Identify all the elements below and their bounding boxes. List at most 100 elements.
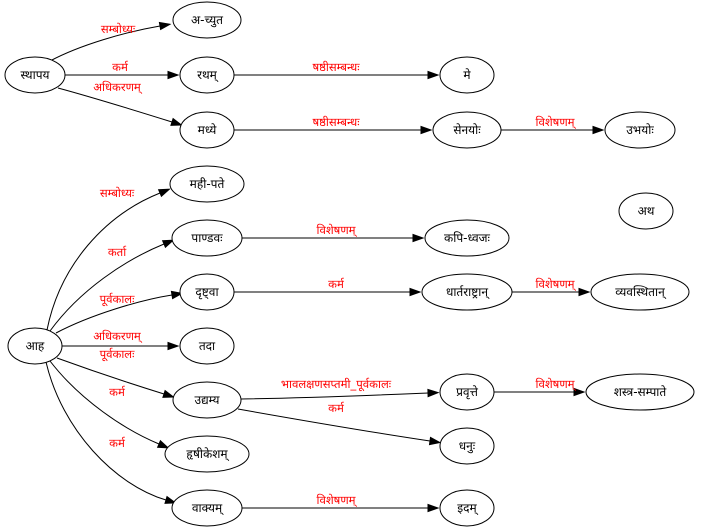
edge-label: विशेषणम् [535, 277, 576, 291]
edge-line [46, 192, 161, 331]
node-label: व्यवस्थितान् [615, 285, 667, 300]
node-shape [439, 489, 495, 527]
node-shape [171, 489, 243, 527]
node-mahipate: मही-पते [169, 165, 245, 203]
edge-aha-to-hrishikesham: कर्म [49, 360, 170, 449]
node-ratham: रथम् [179, 56, 235, 94]
arrowhead-icon [592, 125, 605, 135]
edge-label: भावलक्षणसप्तमी_पूर्वकालः [281, 377, 392, 392]
edge-label: कर्म [109, 436, 126, 450]
edge-aha-to-tada: अधिकरणम् [62, 329, 180, 351]
node-label: धार्तराष्ट्रान् [446, 285, 490, 300]
node-hrishikesham: हृषीकेशम् [164, 435, 250, 473]
node-shape [421, 273, 513, 311]
node-shape [179, 327, 235, 365]
node-senayoh: सेनयोः [432, 111, 502, 149]
edge-line [240, 392, 429, 400]
node-label: वाक्यम् [192, 501, 224, 516]
node-aha: आह [7, 327, 63, 365]
edge-line [57, 87, 173, 123]
arrowhead-icon [157, 188, 171, 198]
edge-drishtva-to-dhartarashtran: कर्म [234, 277, 422, 297]
node-label: आह [26, 339, 45, 353]
node-shape [439, 373, 495, 411]
node-shape [439, 56, 495, 94]
node-sthapaya: स्थापय [4, 56, 66, 94]
edge-udyamya-to-dhanuh: कर्म [237, 401, 442, 446]
edge-ratham-to-me: षष्ठीसम्बन्धः [234, 60, 440, 80]
node-label: अ-च्युत [191, 13, 224, 28]
edge-line [49, 243, 165, 332]
arrowhead-icon [162, 389, 175, 398]
node-atha: अथ [618, 192, 674, 230]
arrowhead-icon [170, 117, 183, 126]
node-shape [4, 56, 66, 94]
edge-label: कर्ता [108, 245, 127, 259]
edge-madhye-to-senayoh: षष्ठीसम्बन्धः [234, 115, 433, 135]
edge-line [49, 360, 160, 445]
edge-label: पूर्वकालः [100, 347, 136, 362]
edge-label: विशेषणम् [535, 115, 576, 129]
node-kapidhvajah: कपि-ध्वजः [424, 219, 510, 257]
edge-label: षष्ठीसम्बन्धः [312, 60, 360, 74]
node-shape [164, 435, 250, 473]
arrowhead-icon [573, 387, 586, 397]
node-vakyam: वाक्यम् [171, 489, 243, 527]
node-label: रथम् [197, 68, 219, 83]
node-acyuta: अ-च्युत [172, 1, 242, 39]
node-label: मे [463, 68, 471, 82]
arrowhead-icon [578, 287, 591, 297]
node-label: कपि-ध्वजः [444, 231, 491, 245]
arrowhead-icon [409, 287, 422, 297]
node-shape [172, 1, 242, 39]
edge-udyamya-to-pravritte: भावलक्षणसप्तमी_पूर्वकालः [240, 377, 440, 400]
node-shape [179, 111, 235, 149]
edge-label: विशेषणम् [316, 223, 357, 237]
node-ubhayoh: उभयोः [604, 111, 676, 149]
nodes-layer: स्थापय अ-च्युत रथम् मे मध्ये सेनयोः उभयोः मही-प… [4, 1, 695, 527]
node-shape [439, 427, 495, 465]
arrowhead-icon [156, 439, 170, 449]
edge-label: पूर्वकालः [100, 292, 136, 307]
edge-line [55, 294, 173, 334]
node-label: पाण्डवः [191, 231, 223, 245]
node-shape [432, 111, 502, 149]
edges-layer: सम्बोध्यः कर्म अधिकरणम् षष्ठीसम्बन्धः षष्ठीस… [45, 21, 605, 513]
node-shape [590, 273, 690, 311]
node-pravritte: प्रवृत्ते [439, 373, 495, 411]
edge-aha-to-pandavah: कर्ता [49, 239, 175, 332]
node-madhye: मध्ये [179, 111, 235, 149]
edge-line [49, 25, 161, 62]
node-drishtva: दृष्ट्वा [179, 273, 235, 311]
node-label: अथ [638, 204, 655, 218]
edge-sthapaya-to-madhye: अधिकरणम् [57, 80, 183, 126]
node-label: शस्त्र-सम्पाते [614, 385, 668, 399]
edge-aha-to-vakyam: कर्म [45, 361, 178, 504]
arrowhead-icon [167, 341, 180, 351]
node-shape [618, 192, 674, 230]
node-label: धनुः [459, 439, 476, 454]
node-label: उभयोः [626, 123, 654, 137]
node-label: सेनयोः [453, 123, 481, 137]
arrowhead-icon [164, 495, 178, 504]
edge-line [237, 408, 431, 442]
edge-label: सम्बोध्यः [101, 22, 136, 36]
arrowhead-icon [427, 70, 440, 80]
node-shape [7, 327, 63, 365]
arrowhead-icon [420, 125, 433, 135]
edge-line [56, 357, 165, 395]
edge-pravritte-to-shastrasampate: विशेषणम् [494, 377, 586, 397]
node-label: दृष्ट्वा [195, 285, 219, 300]
node-label: तदा [199, 339, 216, 353]
node-shape [172, 381, 242, 419]
node-shastrasampate: शस्त्र-सम्पाते [585, 373, 695, 411]
node-shape [585, 373, 695, 411]
edge-label: षष्ठीसम्बन्धः [312, 115, 360, 129]
arrowhead-icon [167, 70, 180, 80]
edge-aha-to-mahipate: सम्बोध्यः [46, 186, 171, 331]
edge-senayoh-to-ubhayoh: विशेषणम् [501, 115, 605, 135]
node-udyamya: उद्यम्य [172, 381, 242, 419]
node-pandavah: पाण्डवः [171, 219, 243, 257]
arrowhead-icon [427, 388, 440, 398]
edge-line [45, 361, 167, 501]
